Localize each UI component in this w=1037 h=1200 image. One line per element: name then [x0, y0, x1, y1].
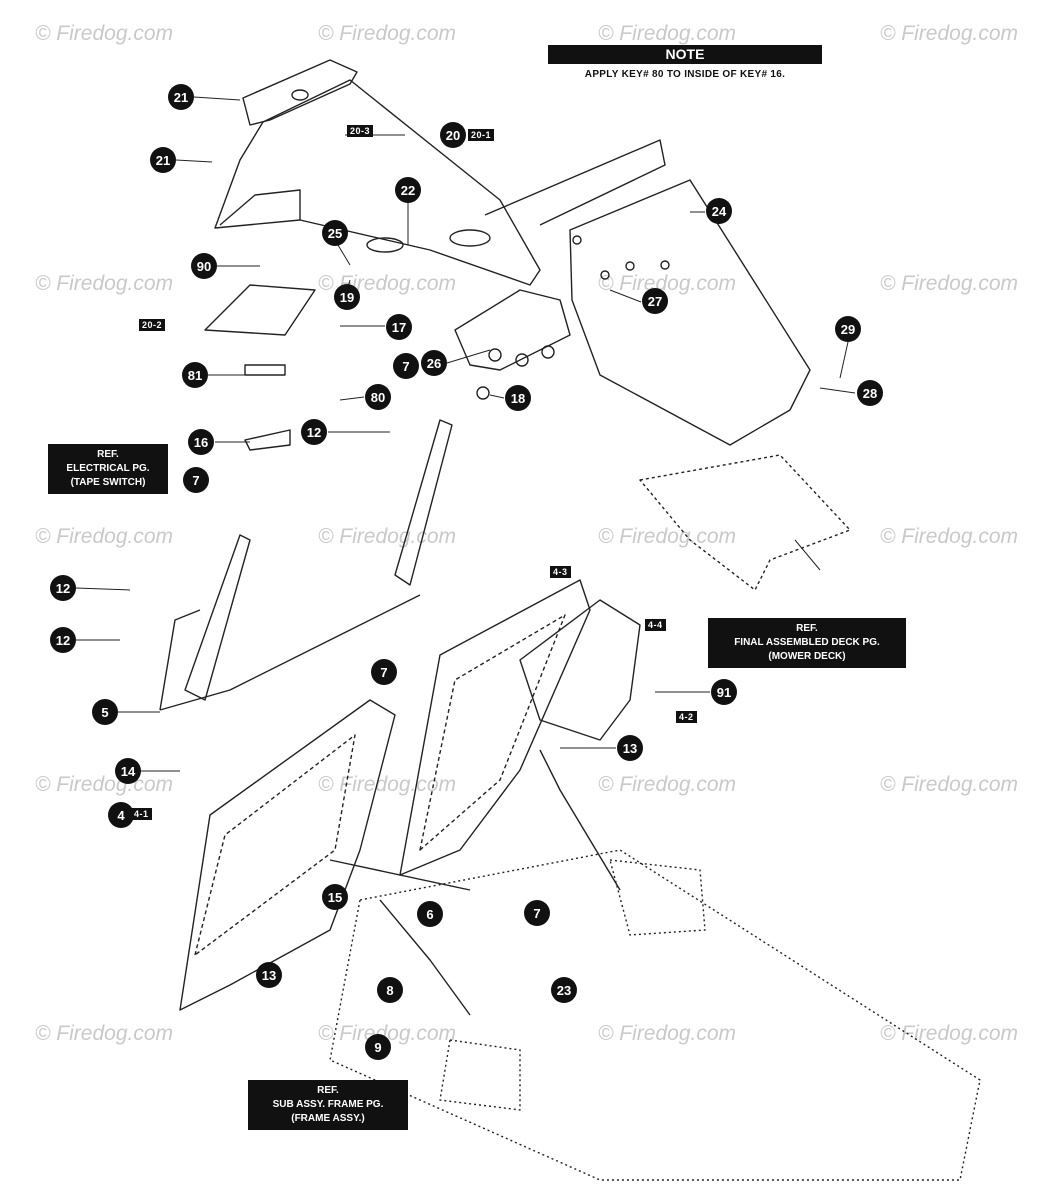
pedal-rod-5 — [159, 594, 421, 711]
watermark: © Firedog.com — [880, 1022, 1019, 1045]
callout-28: 28 — [857, 380, 883, 406]
callout-12: 12 — [301, 419, 327, 445]
callout-13: 13 — [256, 962, 282, 988]
note-title: NOTE — [548, 45, 822, 64]
linkage-rod — [539, 749, 621, 891]
callout-17: 17 — [386, 314, 412, 340]
callout-23: 23 — [551, 977, 577, 1003]
upper-panel-fold — [219, 189, 301, 226]
watermark: © Firedog.com — [880, 272, 1019, 295]
note-text: APPLY KEY# 80 TO INSIDE OF KEY# 16. — [584, 69, 786, 80]
subtag-20-2: 20-2 — [139, 319, 166, 331]
callout-7: 7 — [524, 900, 550, 926]
callout-22: 22 — [395, 177, 421, 203]
callout-91: 91 — [711, 679, 737, 705]
subtag-20-1: 20-1 — [468, 129, 495, 141]
watermark: © Firedog.com — [35, 773, 174, 796]
switch-plate — [204, 284, 316, 336]
callout-19: 19 — [334, 284, 360, 310]
callout-90: 90 — [191, 253, 217, 279]
watermark: © Firedog.com — [880, 22, 1019, 45]
linkage-rod-6 — [329, 859, 471, 891]
middle-bracket — [394, 419, 453, 586]
subtag-20-3: 20-3 — [347, 125, 374, 137]
switch-housing — [519, 599, 641, 741]
callout-7: 7 — [183, 467, 209, 493]
callout-15: 15 — [322, 884, 348, 910]
callout-5: 5 — [92, 699, 118, 725]
callout-7: 7 — [371, 659, 397, 685]
upper-panel — [214, 79, 541, 286]
watermark: © Firedog.com — [35, 272, 174, 295]
bracket-slot — [291, 89, 309, 101]
callout-21: 21 — [150, 147, 176, 173]
frame — [329, 849, 981, 1181]
watermark: © Firedog.com — [35, 1022, 174, 1045]
callout-12: 12 — [50, 627, 76, 653]
subtag-4-1: 4-1 — [131, 808, 152, 820]
callout-25: 25 — [322, 220, 348, 246]
top-bracket — [242, 59, 358, 126]
subtag-4-3: 4-3 — [550, 566, 571, 578]
ref-frame-page: REF. SUB ASSY. FRAME PG. (FRAME ASSY.) — [248, 1080, 408, 1130]
watermark: © Firedog.com — [598, 22, 737, 45]
subtag-4-4: 4-4 — [645, 619, 666, 631]
watermark: © Firedog.com — [318, 1022, 457, 1045]
chute-cover — [569, 179, 811, 446]
callout-29: 29 — [835, 316, 861, 342]
watermark: © Firedog.com — [598, 525, 737, 548]
callout-16: 16 — [188, 429, 214, 455]
callout-4: 4 — [108, 802, 134, 828]
watermark: © Firedog.com — [318, 22, 457, 45]
watermark: © Firedog.com — [35, 22, 174, 45]
foot-plate-right — [399, 579, 591, 876]
watermark: © Firedog.com — [598, 272, 737, 295]
callout-13: 13 — [617, 735, 643, 761]
roller-bracket — [454, 289, 571, 371]
ref-electrical-page: REF. ELECTRICAL PG. (TAPE SWITCH) — [48, 444, 168, 494]
ref-deck-page: REF. FINAL ASSEMBLED DECK PG. (MOWER DEC… — [708, 618, 906, 668]
callout-26: 26 — [421, 350, 447, 376]
callout-18: 18 — [505, 385, 531, 411]
watermark: © Firedog.com — [598, 773, 737, 796]
callout-9: 9 — [365, 1034, 391, 1060]
foot-plate-4 — [179, 699, 396, 1011]
watermark: © Firedog.com — [35, 525, 174, 548]
callout-24: 24 — [706, 198, 732, 224]
linkage-rod-8 — [379, 899, 471, 1016]
callout-14: 14 — [115, 758, 141, 784]
callout-6: 6 — [417, 901, 443, 927]
left-bracket — [184, 534, 251, 701]
deck-shield — [639, 454, 851, 591]
callout-7: 7 — [393, 353, 419, 379]
watermark: © Firedog.com — [880, 525, 1019, 548]
watermark: © Firedog.com — [318, 773, 457, 796]
callout-81: 81 — [182, 362, 208, 388]
callout-8: 8 — [377, 977, 403, 1003]
watermark: © Firedog.com — [598, 1022, 737, 1045]
callout-27: 27 — [642, 288, 668, 314]
callout-21: 21 — [168, 84, 194, 110]
callout-20: 20 — [440, 122, 466, 148]
watermark: © Firedog.com — [880, 773, 1019, 796]
subtag-4-2: 4-2 — [676, 711, 697, 723]
callout-12: 12 — [50, 575, 76, 601]
chute-outline — [484, 139, 666, 226]
callout-80: 80 — [365, 384, 391, 410]
